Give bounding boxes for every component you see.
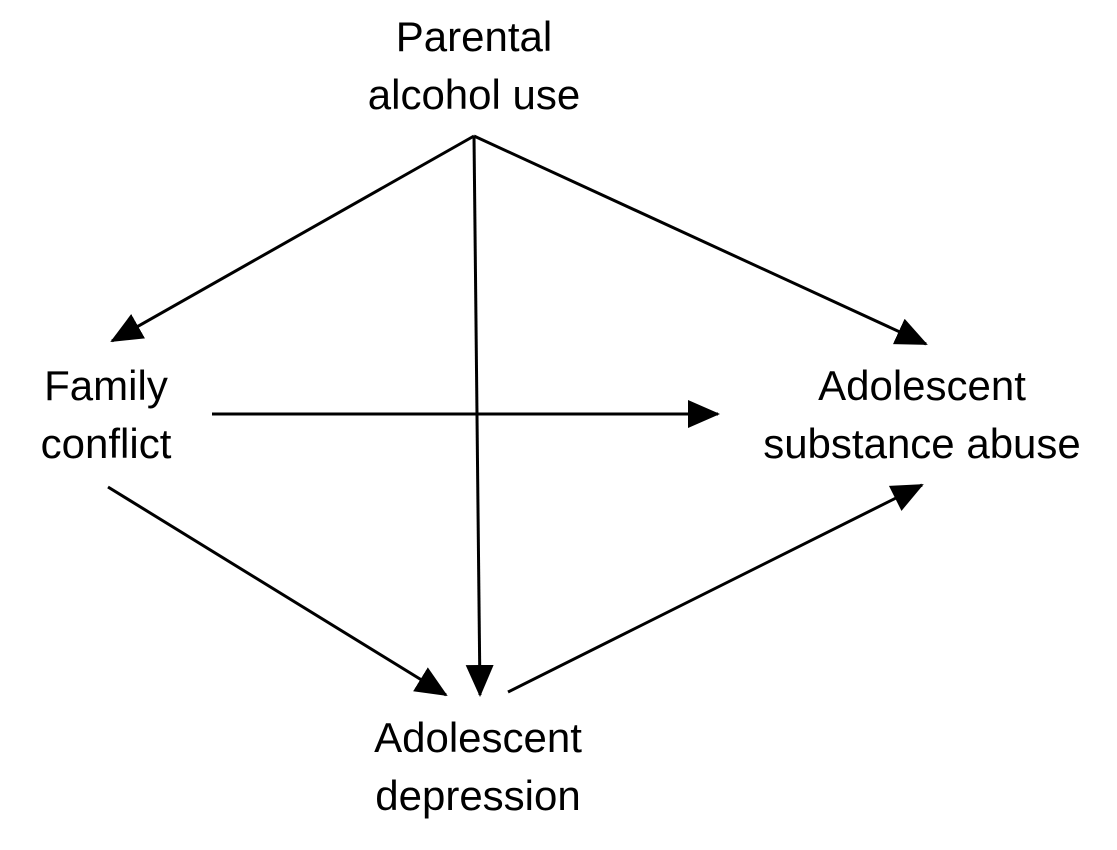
node-parental-alcohol-use-line1: Parental bbox=[395, 13, 553, 60]
node-adolescent-depression-line1: Adolescent bbox=[374, 714, 582, 761]
edge-depression-to-substance bbox=[507, 483, 924, 694]
node-adolescent-depression-line2: depression bbox=[375, 772, 581, 819]
node-adolescent-substance-abuse-line2: substance abuse bbox=[763, 420, 1081, 467]
node-parental-alcohol-use: Parental alcohol use bbox=[324, 8, 624, 124]
node-adolescent-substance-abuse: Adolescent substance abuse bbox=[740, 357, 1104, 473]
node-family-conflict: Family conflict bbox=[0, 357, 212, 473]
node-adolescent-substance-abuse-line1: Adolescent bbox=[818, 362, 1026, 409]
edge-family-to-depression bbox=[107, 485, 448, 697]
edge-parental-to-substance bbox=[473, 134, 928, 346]
node-family-conflict-line1: Family bbox=[44, 362, 168, 409]
node-family-conflict-line2: conflict bbox=[40, 420, 172, 467]
node-parental-alcohol-use-line2: alcohol use bbox=[367, 71, 581, 118]
node-adolescent-depression: Adolescent depression bbox=[328, 709, 628, 825]
edge-parental-to-family bbox=[110, 134, 475, 343]
